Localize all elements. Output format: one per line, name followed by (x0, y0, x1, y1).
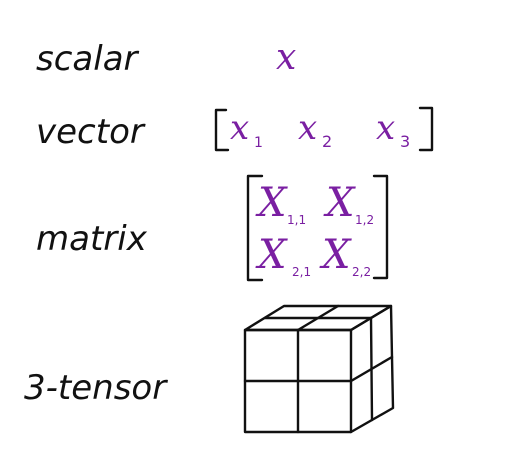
vector-entry-2-index: 2 (322, 132, 332, 151)
label-vector: vector (36, 112, 146, 152)
matrix-entry-1-1-index: 1,1 (287, 213, 306, 227)
label-scalar: scalar (36, 39, 140, 79)
matrix-entry-2-2: X 2,2 (319, 232, 371, 279)
cube-right-horizontal-divider (349, 355, 394, 383)
vector-entry-1-symbol: x (230, 108, 249, 148)
vector-entry-1: x 1 (230, 108, 263, 151)
matrix-entry-2-2-index: 2,2 (352, 265, 371, 279)
label-matrix: matrix (36, 219, 148, 259)
matrix-entry-1-1-symbol: X (255, 180, 288, 226)
tensor-cube (243, 304, 395, 434)
vector-entry-3: x 3 (376, 108, 410, 151)
matrix-entry-1-2-symbol: X (323, 180, 356, 226)
matrix-left-bracket (246, 174, 264, 282)
vector-entry-1-index: 1 (254, 135, 263, 151)
scalar-x: x (276, 37, 296, 78)
matrix-entry-1-1: X 1,1 (255, 180, 306, 227)
vector-left-bracket (214, 108, 230, 152)
vector-entry-3-index: 3 (400, 132, 410, 151)
matrix-entry-1-2-index: 1,2 (355, 213, 374, 227)
vector-entry-2-symbol: x (298, 108, 317, 148)
vector-right-bracket (418, 106, 434, 152)
vector-entry-2: x 2 (298, 108, 332, 151)
matrix-entry-2-1-symbol: X (255, 232, 288, 278)
matrix-entry-2-1-index: 2,1 (292, 265, 311, 279)
matrix-right-bracket (372, 174, 389, 280)
label-3-tensor: 3-tensor (24, 368, 168, 408)
matrix-entry-2-2-symbol: X (319, 232, 352, 278)
matrix-entry-2-1: X 2,1 (255, 232, 311, 279)
vector-entry-3-symbol: x (376, 108, 395, 148)
matrix-entry-1-2: X 1,2 (323, 180, 374, 227)
